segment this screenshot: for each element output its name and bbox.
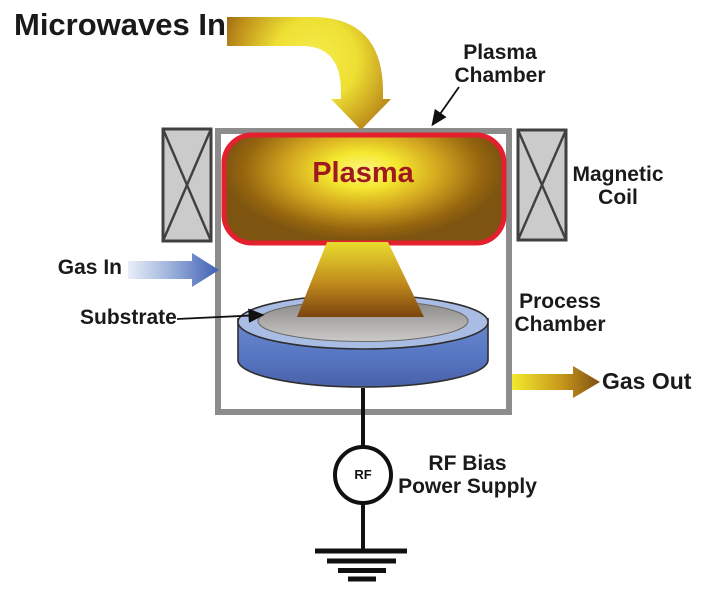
process-chamber-label-line1: Process [519,290,601,313]
plasma-chamber-pointer [431,86,460,127]
magnetic-coil-label: Magnetic Coil [562,163,674,209]
rf-bias-label-line1: RF Bias [428,452,507,475]
ground-symbol [315,548,407,582]
plasma-label: Plasma [312,157,414,189]
plasma-chamber-label: Plasma Chamber [440,41,560,87]
gas-in-label: Gas In [57,256,122,279]
microwaves-in-label: Microwaves In [14,7,226,42]
rf-bias-label: RF Bias Power Supply [395,452,540,498]
gas-out-label: Gas Out [602,368,692,394]
magnetic-coil-label-line2: Coil [598,186,638,209]
plasma-chamber-label-line1: Plasma [463,41,537,64]
plasma-cone [297,242,424,317]
microwaves-arrow [227,17,391,130]
rf-bias-label-line2: Power Supply [398,475,537,498]
magnetic-coil-label-line1: Magnetic [572,163,664,186]
rf-label: RF [354,467,372,482]
substrate-pointer [176,308,265,323]
process-chamber-label-line2: Chamber [514,313,606,336]
magnetic-coil-right [516,128,568,242]
magnetic-coil-left [161,127,213,243]
gas-out-arrow [512,366,600,398]
process-chamber-label: Process Chamber [510,290,610,336]
gas-in-arrow [128,253,219,287]
substrate-label: Substrate [80,306,177,329]
plasma-chamber-label-line2: Chamber [454,64,546,87]
